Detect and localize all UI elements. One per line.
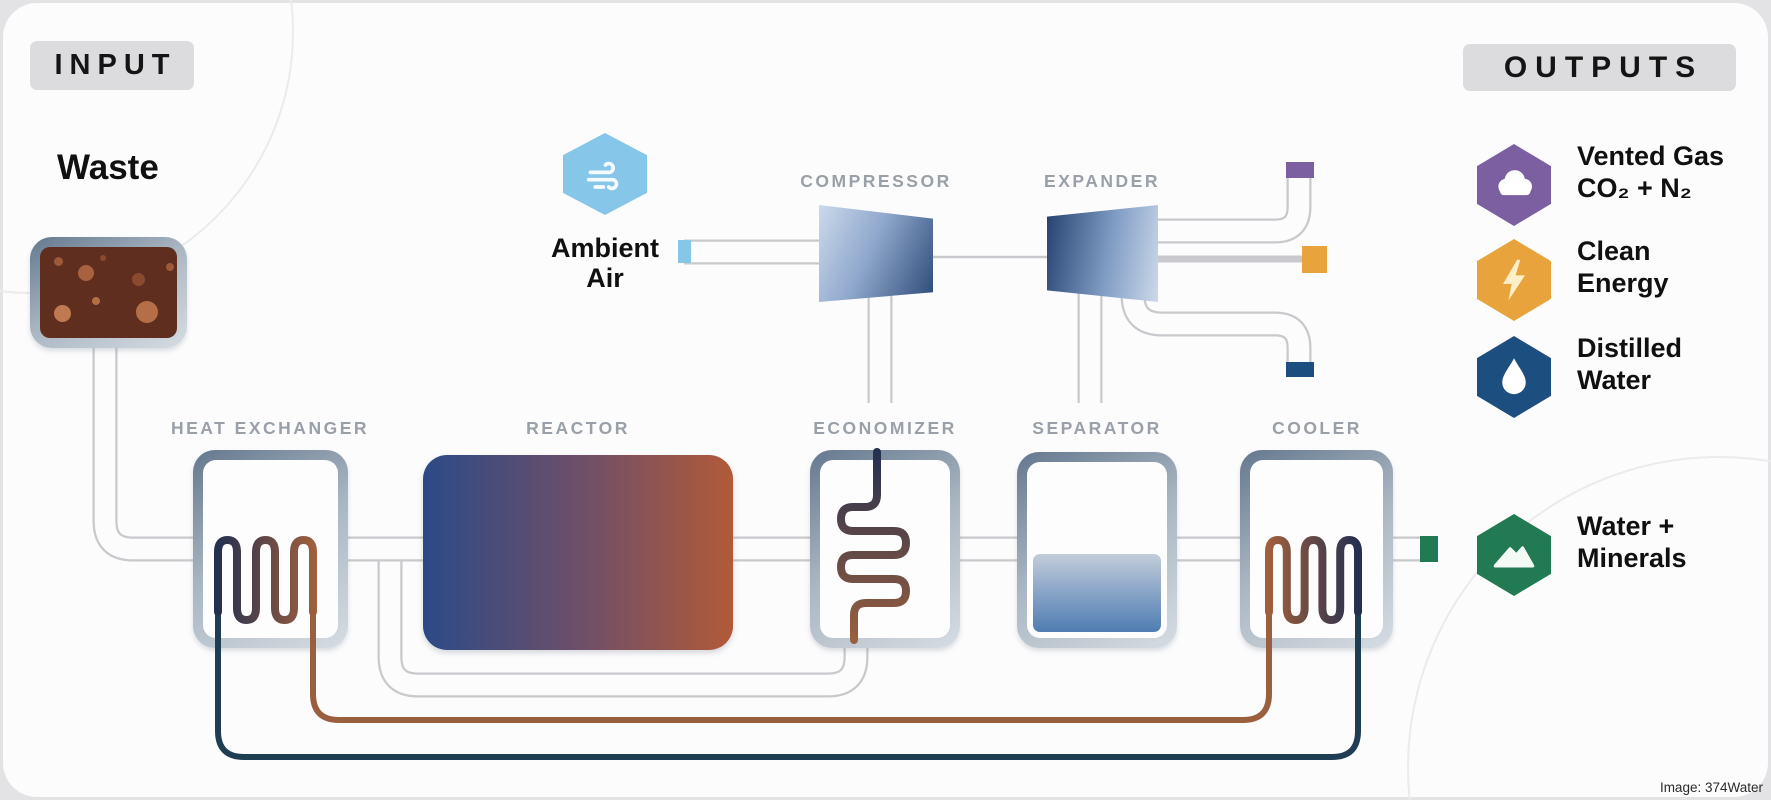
droplet-icon (1502, 358, 1526, 395)
ambient-air-connector (678, 240, 691, 263)
expander-shape (1047, 205, 1158, 302)
distilled-water-connector (1286, 362, 1314, 377)
cloud-icon (1498, 170, 1532, 196)
cooler-label: COOLER (1272, 418, 1362, 438)
water-minerals-hexagon (1477, 514, 1551, 596)
legend-sublabel: Water (1577, 365, 1652, 395)
wind-icon (586, 161, 619, 191)
cooler-vessel (1240, 450, 1393, 648)
legend-label: Distilled (1577, 333, 1683, 363)
heat-exchanger-vessel (193, 450, 348, 648)
legend-label: Clean (1577, 236, 1651, 266)
reactor-label: REACTOR (526, 418, 630, 438)
legend-sublabel: CO₂ + N₂ (1577, 173, 1692, 203)
legend-label: Water + (1577, 511, 1675, 541)
waste-label: Waste (57, 148, 159, 187)
separator-liquid-level (1033, 554, 1161, 632)
legend-item-vented-gas: Vented Gas CO₂ + N₂ (1477, 141, 1724, 226)
input-badge: INPUT (30, 41, 194, 90)
ambient-air-label: Ambient Air (551, 233, 659, 293)
economizer-vessel (810, 450, 960, 648)
legend-item-distilled-water: Distilled Water (1477, 333, 1682, 418)
compressor-label: COMPRESSOR (800, 171, 952, 191)
clean-energy-connector (1302, 246, 1327, 273)
waste-icon (40, 247, 177, 338)
separator-label: SEPARATOR (1032, 418, 1162, 438)
vented-gas-hexagon (1477, 144, 1551, 226)
expander-label: EXPANDER (1044, 171, 1160, 191)
legend-sublabel: Minerals (1577, 543, 1687, 573)
lightning-icon (1503, 259, 1525, 301)
waste-input-vessel (30, 237, 187, 348)
economizer-label: ECONOMIZER (813, 418, 957, 438)
water-minerals-connector (1420, 536, 1438, 562)
legend-item-water-minerals: Water + Minerals (1477, 511, 1687, 596)
mountain-icon (1493, 546, 1535, 568)
legend-sublabel: Energy (1577, 268, 1669, 298)
image-credit: Image: 374Water (1659, 780, 1763, 795)
distilled-water-hexagon (1477, 336, 1551, 418)
legend-item-clean-energy: Clean Energy (1477, 236, 1669, 321)
compressor-shape (819, 205, 933, 302)
reactor-vessel (423, 455, 733, 650)
outputs-badge: OUTPUTS (1463, 44, 1736, 91)
clean-energy-hexagon (1477, 239, 1551, 321)
legend-label: Vented Gas (1577, 141, 1725, 171)
separator-vessel (1017, 452, 1177, 648)
vented-gas-connector (1286, 162, 1314, 178)
heat-exchanger-label: HEAT EXCHANGER (170, 418, 370, 438)
